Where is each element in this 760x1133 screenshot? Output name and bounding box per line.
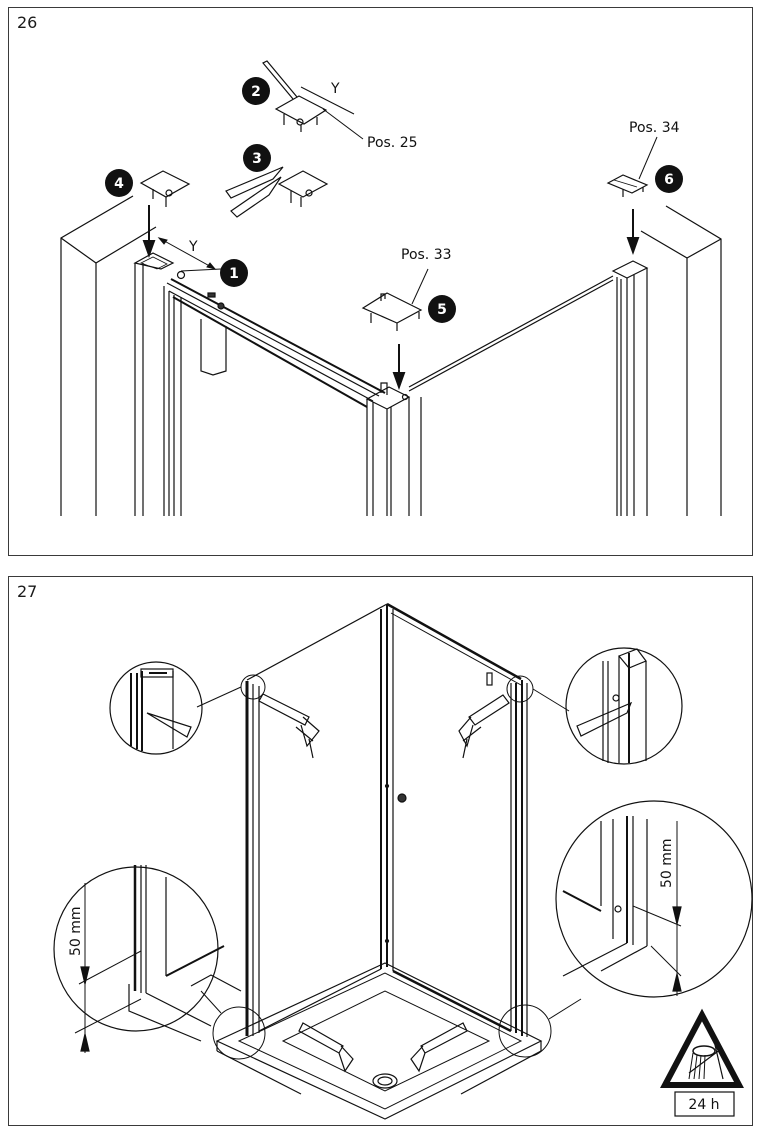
- callout-badge-4: 4: [105, 169, 133, 197]
- right-wall: [640, 205, 722, 516]
- cap-pos34: [606, 136, 658, 197]
- insertion-arrows: [142, 205, 640, 390]
- svg-text:4: 4: [114, 176, 124, 192]
- top-right-detail: [565, 647, 683, 765]
- callout-badge-1: 1: [220, 259, 248, 287]
- enclosure-frame: [245, 602, 528, 1037]
- part-label-pos33: Pos. 33: [401, 247, 452, 263]
- corner-profile: [365, 382, 422, 516]
- dimension-y-1: [157, 237, 222, 272]
- top-rail: [166, 278, 386, 408]
- cap-4: [139, 170, 191, 207]
- silicone-gun-bottom-left: [298, 1022, 354, 1073]
- silicone-gun-bottom-right: [410, 1022, 468, 1073]
- part-label-pos34: Pos. 34: [629, 120, 680, 136]
- shower-tray: [215, 962, 543, 1120]
- left-wall-profile: [133, 252, 186, 516]
- callout-badge-5: 5: [428, 295, 456, 323]
- silicone-gun-top-right: [458, 694, 510, 759]
- right-wall-profile: [611, 260, 649, 516]
- detail-markers: [196, 674, 582, 1060]
- top-left-detail: [109, 661, 203, 755]
- svg-text:2: 2: [251, 84, 261, 100]
- svg-text:5: 5: [437, 302, 447, 318]
- svg-text:3: 3: [252, 151, 262, 167]
- step-27-panel: 27: [8, 576, 753, 1126]
- silicone-gun-top-left: [258, 693, 320, 759]
- cap-with-pliers: [225, 166, 329, 218]
- cure-time-label: 24 h: [688, 1097, 719, 1113]
- step-number: 26: [17, 13, 38, 32]
- svg-text:6: 6: [664, 172, 674, 188]
- part-label-pos25: Pos. 25: [367, 135, 418, 151]
- left-wall: [60, 195, 157, 516]
- gap-dimension-right: 50 mm: [659, 838, 675, 888]
- step-27-illustration: 50 mm 50 mm 24 h: [53, 602, 753, 1120]
- gap-dimension-left: 50 mm: [68, 906, 84, 956]
- svg-text:1: 1: [229, 266, 239, 282]
- callout-badge-6: 6: [655, 165, 683, 193]
- bottom-left-detail: [53, 865, 242, 1053]
- step-number: 27: [17, 582, 38, 601]
- step-26-illustration: Y Y Pos. 25: [60, 60, 722, 516]
- dimension-y-label: Y: [188, 239, 198, 255]
- callout-badge-3: 3: [243, 144, 271, 172]
- cap-pos33: [361, 268, 429, 331]
- bottom-right-detail: [555, 800, 753, 998]
- cap-pos25: [262, 60, 364, 140]
- side-rail: [408, 275, 614, 392]
- dimension-y-label: Y: [330, 81, 340, 97]
- step-26-panel: 26: [8, 7, 753, 556]
- callout-badge-2: 2: [242, 77, 270, 105]
- do-not-shower-warning-icon: [660, 1008, 744, 1117]
